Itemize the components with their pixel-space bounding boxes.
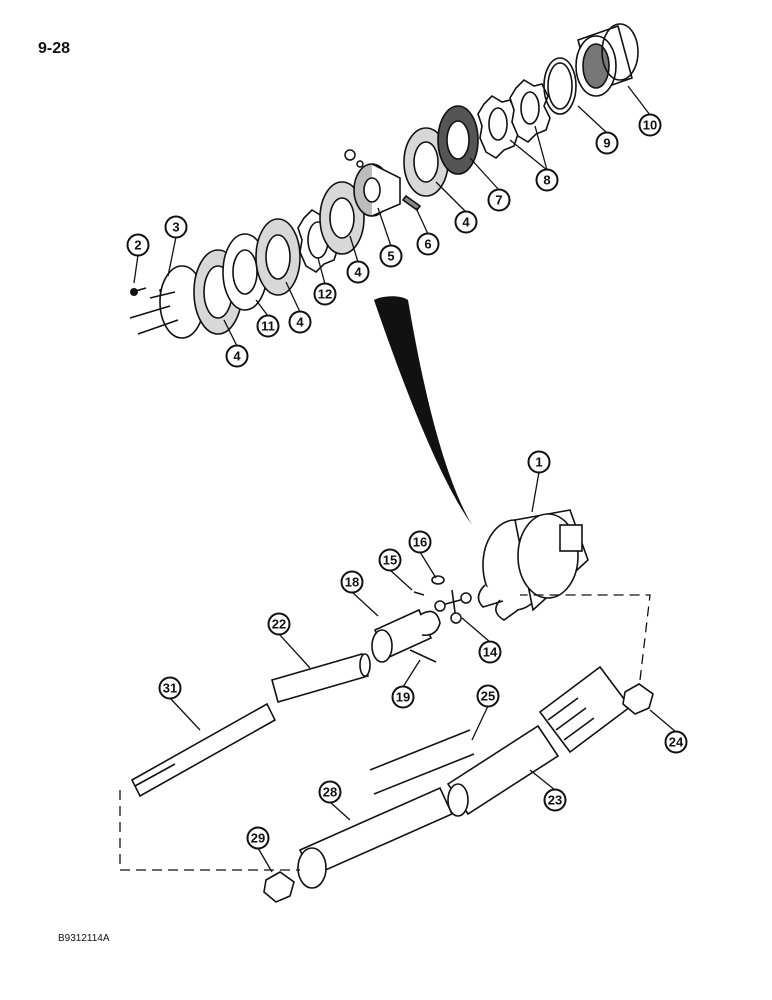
leader-lines [133,85,677,873]
svg-text:19: 19 [396,690,410,705]
callout-4: 4 [454,210,478,234]
callout-5: 5 [379,244,403,268]
svg-text:16: 16 [413,535,427,550]
inner-tube-part [271,653,371,703]
svg-text:2: 2 [134,238,141,253]
callout-1: 1 [527,450,551,474]
page-number: 9-28 [38,40,71,57]
callout-8: 8 [535,168,559,192]
callout-3: 3 [164,215,188,239]
yoke-flange-part [129,265,205,339]
callout-7: 7 [487,188,511,212]
roll-pin-part [413,591,425,596]
lobed-plate-part [477,94,519,160]
callout-4: 4 [225,344,249,368]
connector-arrow [374,296,472,525]
svg-text:18: 18 [345,575,359,590]
callout-16: 16 [408,530,432,554]
ball-chain-part [369,729,475,795]
cross-bearing-part [434,589,472,624]
bearing-ring-part [263,871,295,903]
callout-29: 29 [246,826,270,850]
hub-part [344,149,401,217]
svg-text:7: 7 [495,193,502,208]
friction-disc-part [403,127,449,197]
svg-text:14: 14 [483,645,498,660]
callout-23: 23 [543,788,567,812]
outer-shield-part [446,665,632,817]
callout-28: 28 [318,780,342,804]
callout-19: 19 [391,685,415,709]
callout-14: 14 [478,640,502,664]
callout-10: 10 [638,113,662,137]
svg-text:22: 22 [272,617,286,632]
svg-text:28: 28 [323,785,337,800]
snap-ring-part [543,57,577,115]
callout-18: 18 [340,570,364,594]
key-part [401,194,422,212]
svg-text:23: 23 [548,793,562,808]
svg-text:5: 5 [387,249,394,264]
svg-text:9: 9 [603,136,610,151]
spring-pin-part [409,649,437,663]
callout-4: 4 [346,260,370,284]
screw-part [130,287,147,296]
callout-25: 25 [476,684,500,708]
callout-15: 15 [378,548,402,572]
bearing-ring-part [622,683,654,715]
svg-text:4: 4 [354,265,362,280]
callout-22: 22 [267,612,291,636]
callout-9: 9 [595,131,619,155]
lobed-plate-part [509,78,551,144]
svg-text:10: 10 [643,118,657,133]
inner-shaft-part [130,702,277,798]
callout-6: 6 [416,232,440,256]
svg-text:6: 6 [424,237,431,252]
svg-text:24: 24 [669,735,684,750]
svg-text:8: 8 [543,173,550,188]
svg-text:31: 31 [163,681,177,696]
snap-ring-part [431,575,445,585]
svg-text:4: 4 [233,349,241,364]
friction-disc-part [319,181,365,255]
notched-plate-part [437,105,479,175]
clutch-assembly-part [477,509,589,621]
svg-text:11: 11 [261,319,275,334]
callout-11: 11 [256,314,280,338]
callout-2: 2 [126,233,150,257]
svg-text:29: 29 [251,831,265,846]
figure-code: B9312114A [58,933,110,944]
inner-yoke-part [371,608,441,663]
svg-text:4: 4 [296,315,304,330]
svg-text:15: 15 [383,553,397,568]
clutch-housing-part [575,23,639,97]
svg-text:12: 12 [318,287,332,302]
outer-tube-part [297,786,454,889]
svg-text:25: 25 [481,689,495,704]
callout-24: 24 [664,730,688,754]
svg-text:1: 1 [535,455,542,470]
callout-31: 31 [158,676,182,700]
friction-disc-part [255,218,301,296]
svg-text:3: 3 [172,220,179,235]
callout-4: 4 [288,310,312,334]
phantom-outline [119,594,651,871]
callout-12: 12 [313,282,337,306]
svg-text:4: 4 [462,215,470,230]
